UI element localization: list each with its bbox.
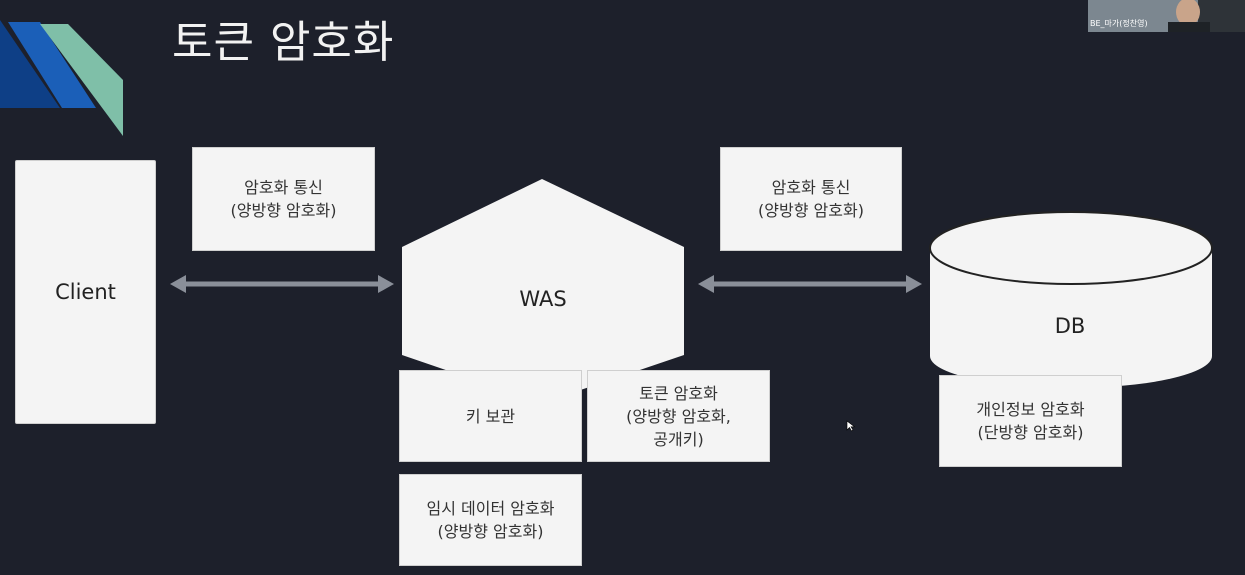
corner-accent-dark <box>0 20 60 108</box>
token-encryption-line3: 공개키) <box>653 429 704 449</box>
temp-data-line2: (양방향 암호화) <box>437 522 544 541</box>
corner-accent-blue <box>8 22 96 108</box>
participant-name: BE_마가(정찬영) <box>1090 19 1148 28</box>
mouse-cursor-icon <box>846 420 856 432</box>
right-channel-line1: 암호화 통신 <box>771 178 851 197</box>
right-double-arrow <box>698 275 922 293</box>
temp-data-encryption-box: 임시 데이터 암호화 (양방향 암호화) <box>399 474 582 566</box>
db-node-shape <box>929 211 1213 388</box>
left-channel-line1: 암호화 통신 <box>244 178 323 197</box>
corner-accent-teal <box>40 24 123 136</box>
key-storage-label: 키 보관 <box>465 406 516 426</box>
left-double-arrow <box>170 275 394 293</box>
pii-encryption-line1: 개인정보 암호화 <box>976 400 1085 419</box>
right-channel-line2: (양방향 암호화) <box>758 201 864 220</box>
slide-title: 토큰 암호화 <box>172 17 395 68</box>
participant-video-icon <box>1088 0 1245 32</box>
webcam-thumbnail: BE_마가(정찬영) <box>1088 0 1245 32</box>
pii-encryption-line2: (단방향 암호화) <box>977 423 1084 442</box>
client-label: Client <box>55 279 116 304</box>
was-node-shape <box>402 179 684 403</box>
left-channel-line2: (양방향 암호화) <box>230 201 337 220</box>
key-storage-box: 키 보관 <box>399 370 582 462</box>
token-encryption-box: 토큰 암호화 (양방향 암호화, 공개키) <box>587 370 770 462</box>
right-channel-box: 암호화 통신 (양방향 암호화) <box>720 147 902 251</box>
was-label: WAS <box>519 287 567 311</box>
pii-encryption-box: 개인정보 암호화 (단방향 암호화) <box>939 375 1122 467</box>
corner-accent <box>0 20 123 136</box>
temp-data-line1: 임시 데이터 암호화 <box>426 499 555 518</box>
token-encryption-line1: 토큰 암호화 <box>639 383 718 403</box>
db-label: DB <box>1054 314 1086 338</box>
token-encryption-line2: (양방향 암호화, <box>626 406 731 426</box>
left-channel-box: 암호화 통신 (양방향 암호화) <box>192 147 375 251</box>
client-node: Client <box>15 160 156 424</box>
